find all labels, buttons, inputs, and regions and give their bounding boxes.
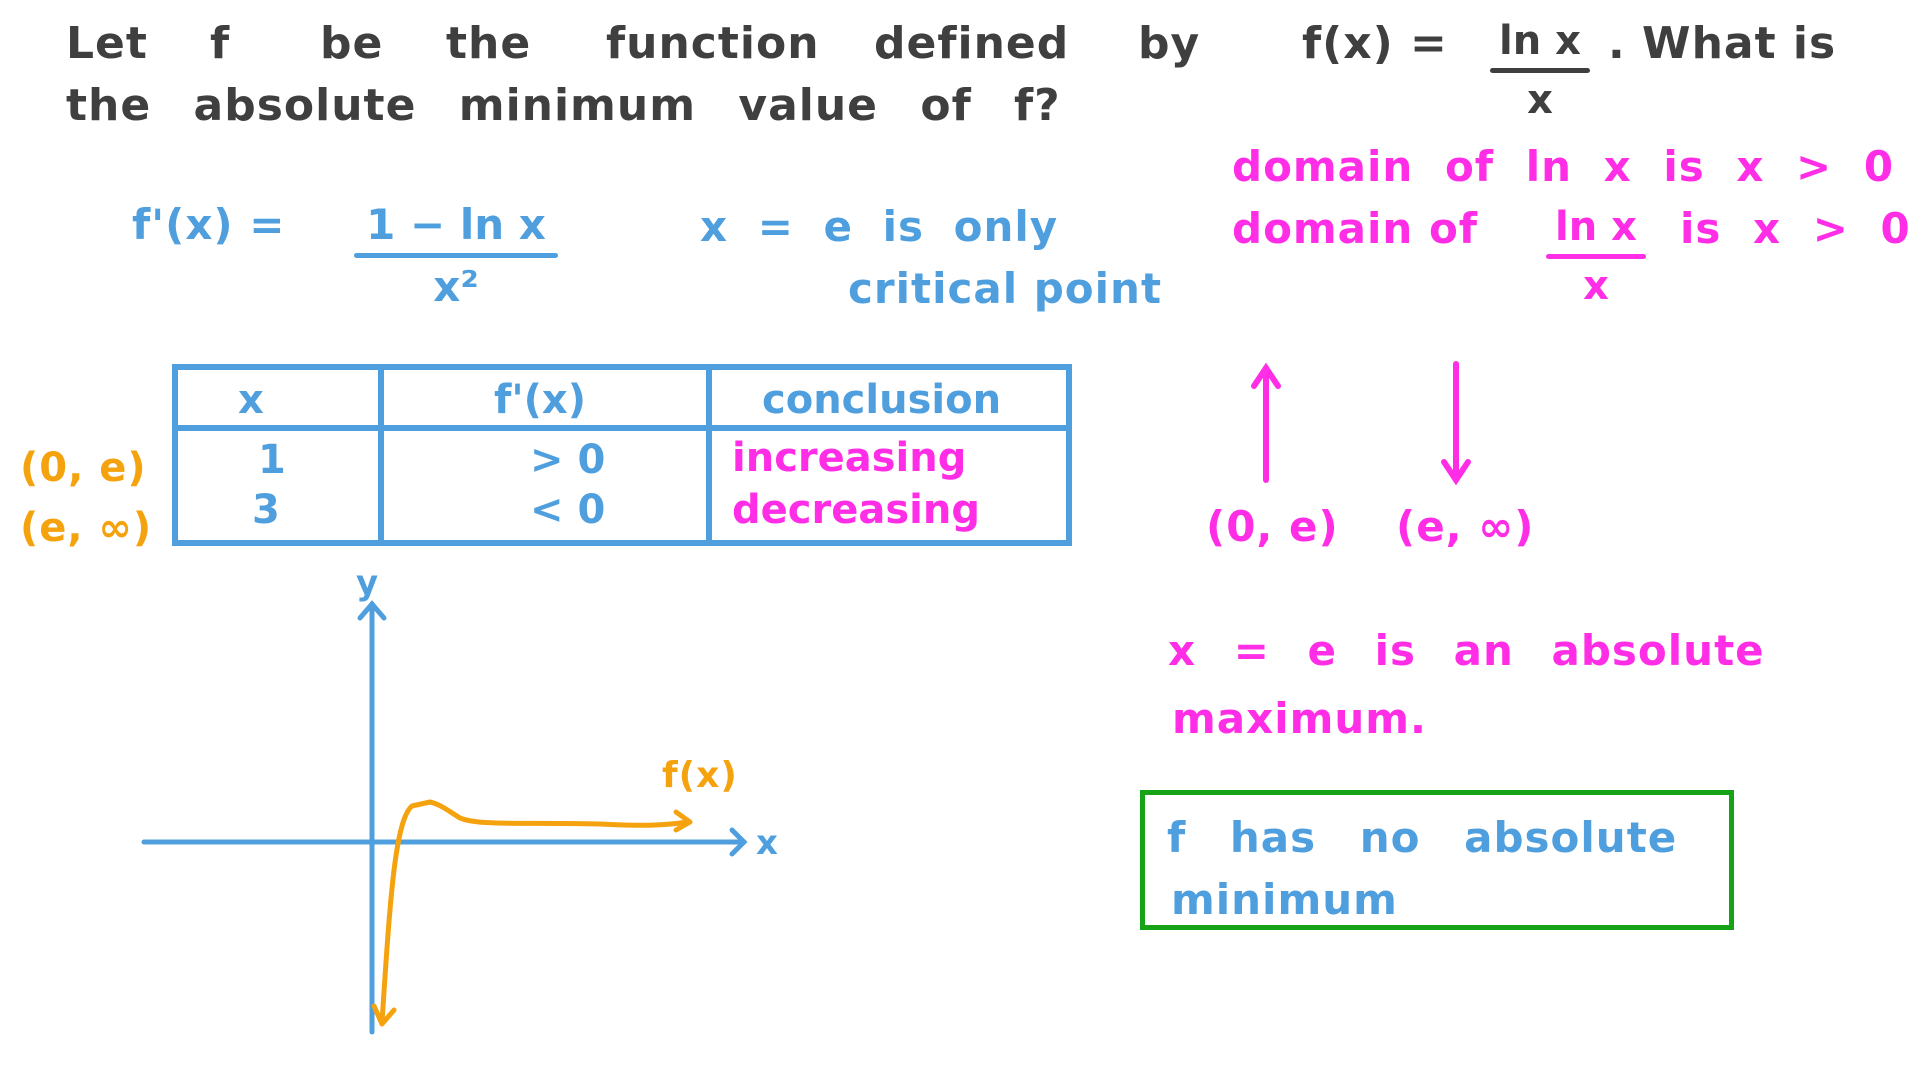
- question-word-be: be: [320, 18, 384, 69]
- sign-table: x f'(x) conclusion 1 > 0 increasing 3 < …: [172, 364, 1072, 546]
- table-row-1-x: 1: [258, 437, 286, 483]
- domain-note-line2-suffix: is x > 0: [1680, 204, 1911, 253]
- fraction-bar: [1490, 68, 1590, 73]
- question-word-by: by: [1138, 18, 1201, 69]
- derivative-fraction: 1 − ln x x²: [354, 200, 558, 311]
- derivative-lhs: f'(x) =: [132, 200, 286, 249]
- table-row-1-conclusion: increasing: [732, 435, 967, 481]
- function-curve: [371, 799, 693, 1027]
- table-header-conclusion: conclusion: [762, 377, 1002, 423]
- fraction-bar: [354, 253, 558, 258]
- conclusion-line1: f has no absolute: [1167, 813, 1678, 862]
- question-line1-tail: . What is: [1608, 18, 1837, 69]
- up-arrow-icon: [1251, 362, 1281, 483]
- table-column-divider: [706, 370, 712, 540]
- question-line2: the absolute minimum value of f?: [66, 80, 1061, 131]
- x-axis: [141, 827, 748, 857]
- conclusion-line2: minimum: [1171, 875, 1398, 924]
- table-row-2-sign: < 0: [530, 487, 606, 533]
- question-word-the: the: [446, 18, 532, 69]
- question-word-function: function: [606, 18, 820, 69]
- table-header-divider: [178, 425, 1066, 431]
- domain-note-denominator: x: [1583, 263, 1609, 309]
- domain-note-fraction: ln x x: [1546, 204, 1646, 309]
- table-row-1-sign: > 0: [530, 437, 606, 483]
- derivative-denominator: x²: [433, 262, 479, 311]
- table-column-divider: [378, 370, 384, 540]
- curve-label: f(x): [662, 755, 738, 796]
- question-word-let: Let: [66, 18, 148, 69]
- arrow-label-increasing: (0, e): [1206, 502, 1339, 551]
- x-axis-label: x: [756, 823, 779, 863]
- down-arrow-icon: [1441, 361, 1471, 486]
- fraction-bar: [1546, 254, 1646, 259]
- conclusion-box: f has no absolute minimum: [1140, 790, 1734, 930]
- maximum-note-line2: maximum.: [1172, 694, 1427, 743]
- question-word-f: f: [210, 18, 231, 69]
- question-definition-numerator: ln x: [1499, 18, 1581, 64]
- maximum-note-line1: x = e is an absolute: [1168, 626, 1765, 675]
- table-row-2-x: 3: [252, 487, 280, 533]
- question-word-defined: defined: [874, 18, 1070, 69]
- critical-point-line2: critical point: [848, 264, 1163, 313]
- question-definition-denominator: x: [1527, 77, 1553, 123]
- table-header-x: x: [238, 377, 264, 423]
- y-axis-label: y: [356, 563, 380, 603]
- arrow-label-decreasing: (e, ∞): [1396, 502, 1535, 551]
- critical-point-line1: x = e is only: [700, 202, 1059, 251]
- table-header-derivative: f'(x): [494, 377, 587, 423]
- question-definition-lhs: f(x) =: [1302, 18, 1448, 69]
- domain-note-line2-prefix: domain of: [1232, 204, 1479, 253]
- interval-label-2: (e, ∞): [20, 505, 153, 551]
- table-row-2-conclusion: decreasing: [732, 487, 980, 533]
- domain-note-line1: domain of ln x is x > 0: [1232, 142, 1895, 191]
- y-axis: [357, 600, 387, 1035]
- question-definition-fraction: ln x x: [1490, 18, 1590, 123]
- derivative-numerator: 1 − ln x: [366, 200, 546, 249]
- interval-label-1: (0, e): [20, 445, 147, 491]
- domain-note-numerator: ln x: [1555, 204, 1637, 250]
